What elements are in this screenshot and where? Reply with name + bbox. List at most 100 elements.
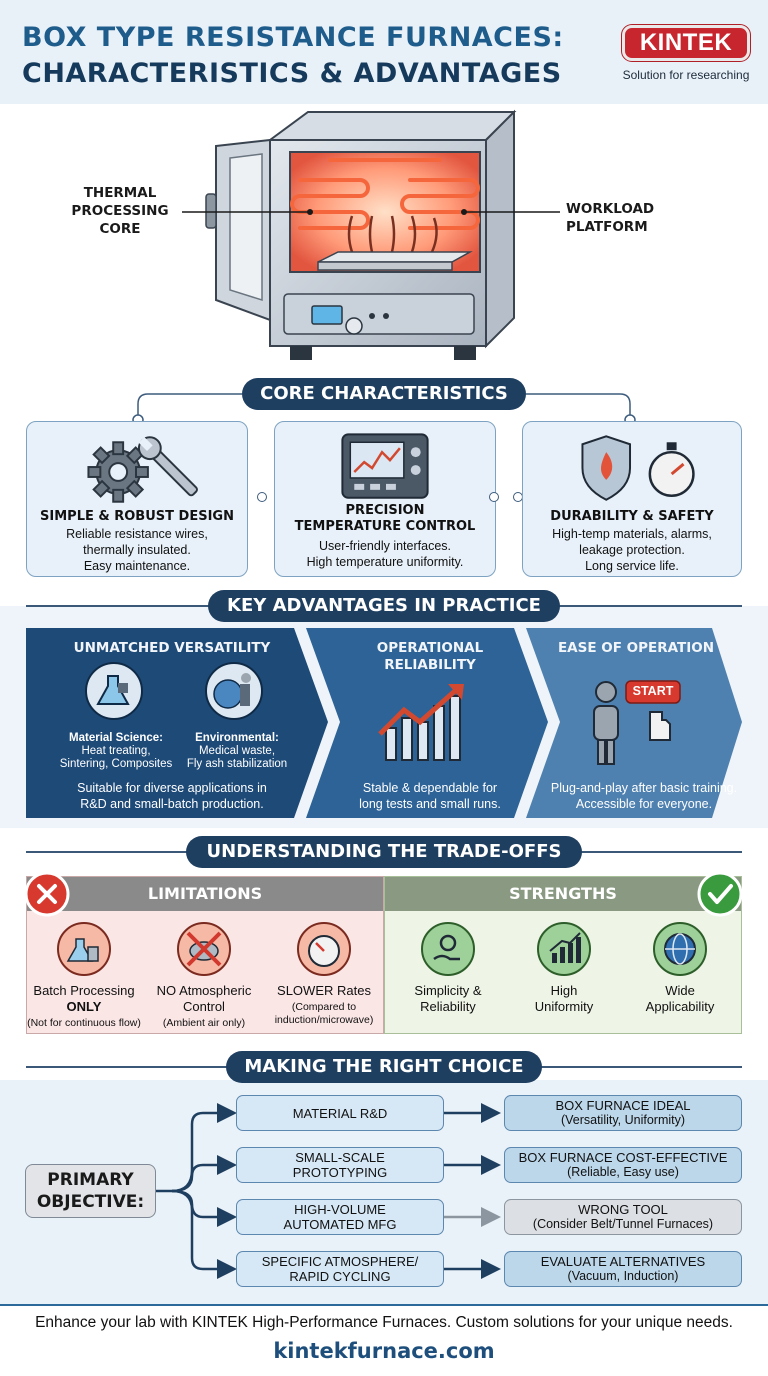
char-desc-design-3: Easy maintenance.	[83, 559, 191, 573]
workload-platform-label: WORKLOAD PLATFORM	[566, 201, 655, 235]
adv-sub-environmental: Environmental:	[195, 732, 279, 744]
limitation-atmosphere-strong: Control	[183, 999, 225, 1014]
strength-simplicity: Simplicity & Reliability	[391, 921, 505, 1031]
limitations-panel: LIMITATIONS Batch Processing ONLY (Not f…	[26, 876, 384, 1034]
adv-sub-environmental-detail-2: Fly ash stabilization	[186, 758, 288, 770]
result-cost-effective-label: BOX FURNACE COST-EFFECTIVE	[518, 1150, 728, 1165]
bar-chart-icon	[537, 922, 591, 976]
char-card-safety: DURABILITY & SAFETY High-temp materials,…	[522, 421, 742, 577]
char-desc-safety-3: Long service life.	[585, 559, 679, 573]
objective-atmosphere[interactable]: SPECIFIC ATMOSPHERE/ RAPID CYCLING	[236, 1251, 444, 1287]
adv-title-versatility: UNMATCHED VERSATILITY	[73, 640, 271, 656]
kintek-logo[interactable]: KINTEK	[622, 25, 750, 61]
result-box-alternatives[interactable]: EVALUATE ALTERNATIVES (Vacuum, Induction…	[504, 1251, 742, 1287]
char-title-design: SIMPLE & ROBUST DESIGN	[40, 509, 234, 524]
shield-timer-icon	[581, 435, 695, 501]
strength-applicability-title-1: Wide	[665, 983, 695, 998]
objective-high-volume-label-2: AUTOMATED MFG	[283, 1217, 397, 1232]
limitation-slower-title: SLOWER Rates	[277, 983, 371, 998]
objective-prototyping-label-1: SMALL-SCALE	[295, 1150, 385, 1165]
objective-high-volume-label-1: HIGH-VOLUME	[294, 1202, 386, 1217]
adv-text-versatility-1: Suitable for diverse applications in	[77, 781, 267, 795]
tradeoffs-heading: UNDERSTANDING THE TRADE-OFFS	[186, 836, 582, 868]
result-ideal-detail: (Versatility, Uniformity)	[560, 1113, 686, 1127]
header: BOX TYPE RESISTANCE FURNACES: CHARACTERI…	[0, 0, 768, 104]
strengths-panel: STRENGTHS Simplicity & Reliability High …	[384, 876, 742, 1034]
strength-simplicity-title-2: Reliability	[420, 999, 476, 1014]
adv-sub-material-detail-2: Sintering, Composites	[59, 758, 173, 770]
result-ideal-label: BOX FURNACE IDEAL	[555, 1098, 691, 1113]
gauge-icon	[297, 922, 351, 976]
adv-title-reliability-2: RELIABILITY	[384, 657, 476, 673]
globe-icon	[653, 922, 707, 976]
result-box-cost-effective[interactable]: BOX FURNACE COST-EFFECTIVE (Reliable, Ea…	[504, 1147, 742, 1183]
furnace-illustration: THERMAL PROCESSING CORE WORKLOAD PLATFOR…	[0, 104, 768, 366]
adv-text-ease-1: Plug-and-play after basic training.	[550, 781, 738, 795]
footer-tagline: Enhance your lab with KINTEK High-Perfor…	[35, 1314, 733, 1331]
page-title-line-1: BOX TYPE RESISTANCE FURNACES:	[22, 22, 564, 53]
limitation-atmosphere: NO Atmospheric Control (Ambient air only…	[147, 921, 261, 1031]
strengths-header: STRENGTHS	[385, 877, 741, 911]
limitation-atmosphere-title: NO Atmospheric	[156, 983, 252, 998]
hand-gear-icon	[421, 922, 475, 976]
limitation-slower: SLOWER Rates (Compared to induction/micr…	[267, 921, 381, 1031]
strength-uniformity: High Uniformity	[507, 921, 621, 1031]
result-box-ideal[interactable]: BOX FURNACE IDEAL (Versatility, Uniformi…	[504, 1095, 742, 1131]
adv-title-ease: EASE OF OPERATION	[557, 640, 715, 656]
objective-prototyping[interactable]: SMALL-SCALE PROTOTYPING	[236, 1147, 444, 1183]
objective-high-volume[interactable]: HIGH-VOLUME AUTOMATED MFG	[236, 1199, 444, 1235]
char-desc-safety-2: leakage protection.	[579, 543, 685, 557]
limitation-batch-title: Batch Processing	[33, 983, 135, 998]
thermal-core-label: THERMAL PROCESSING CORE	[71, 185, 169, 237]
furnace-icon	[182, 109, 560, 360]
result-alternatives-detail: (Vacuum, Induction)	[567, 1269, 679, 1283]
adv-sub-material: Material Science:	[69, 732, 163, 744]
core-characteristics-heading: CORE CHARACTERISTICS	[242, 378, 526, 410]
result-alternatives-label: EVALUATE ALTERNATIVES	[540, 1254, 706, 1269]
char-desc-design-2: thermally insulated.	[83, 543, 191, 557]
gear-wrench-icon	[87, 436, 198, 503]
char-card-design: SIMPLE & ROBUST DESIGN Reliable resistan…	[26, 421, 248, 577]
objective-prototyping-label-2: PROTOTYPING	[292, 1165, 388, 1180]
limitation-slower-note-1: (Compared to	[291, 1001, 357, 1013]
batch-icon	[57, 922, 111, 976]
adv-title-reliability-1: OPERATIONAL	[376, 640, 484, 656]
strength-applicability-title-2: Applicability	[645, 999, 715, 1014]
result-cost-effective-detail: (Reliable, Easy use)	[567, 1165, 679, 1179]
objective-atmosphere-label-2: RAPID CYCLING	[289, 1269, 391, 1284]
limitation-batch: Batch Processing ONLY (Not for continuou…	[27, 921, 141, 1031]
objective-material-rd-label: MATERIAL R&D	[292, 1105, 388, 1121]
primary-objective-line-2: OBJECTIVE:	[36, 1192, 145, 1212]
right-choice-heading: MAKING THE RIGHT CHOICE	[226, 1051, 542, 1083]
objective-atmosphere-label-1: SPECIFIC ATMOSPHERE/	[261, 1254, 419, 1269]
no-atmosphere-icon	[177, 922, 231, 976]
strength-simplicity-title-1: Simplicity &	[414, 983, 482, 998]
control-panel-icon	[341, 433, 429, 499]
char-desc-design-1: Reliable resistance wires,	[66, 527, 208, 541]
logo-tagline: Solution for researching	[622, 68, 750, 82]
objective-material-rd[interactable]: MATERIAL R&D	[236, 1095, 444, 1131]
char-desc-safety-1: High-temp materials, alarms,	[552, 527, 712, 541]
result-box-wrong-tool[interactable]: WRONG TOOL (Consider Belt/Tunnel Furnace…	[504, 1199, 742, 1235]
adv-sub-environmental-detail-1: Medical waste,	[198, 745, 276, 757]
strength-applicability: Wide Applicability	[623, 921, 737, 1031]
char-card-temperature: PRECISION TEMPERATURE CONTROL User-frien…	[274, 421, 496, 577]
strength-uniformity-title-2: Uniformity	[534, 999, 594, 1014]
adv-text-reliability-2: long tests and small runs.	[359, 797, 501, 811]
char-title-temperature-2: TEMPERATURE CONTROL	[294, 519, 476, 534]
key-advantages-heading: KEY ADVANTAGES IN PRACTICE	[208, 590, 560, 622]
footer-url-link[interactable]: kintekfurnace.com	[273, 1339, 495, 1363]
char-title-temperature-1: PRECISION	[345, 503, 425, 518]
start-button: START	[632, 684, 674, 698]
result-wrong-tool-label: WRONG TOOL	[578, 1202, 668, 1217]
adv-text-ease-2: Accessible for everyone.	[575, 797, 713, 811]
limitation-slower-note-2: induction/microwave)	[274, 1014, 374, 1026]
result-wrong-tool-detail: (Consider Belt/Tunnel Furnaces)	[532, 1217, 714, 1231]
footer-rule	[0, 1304, 768, 1306]
adv-text-reliability-1: Stable & dependable for	[362, 781, 498, 795]
adv-sub-material-detail-1: Heat treating,	[81, 745, 151, 757]
strength-uniformity-title-1: High	[550, 983, 578, 998]
adv-text-versatility-2: R&D and small-batch production.	[80, 797, 264, 811]
char-desc-temperature-2: High temperature uniformity.	[306, 555, 464, 569]
connector-dot	[257, 492, 267, 502]
